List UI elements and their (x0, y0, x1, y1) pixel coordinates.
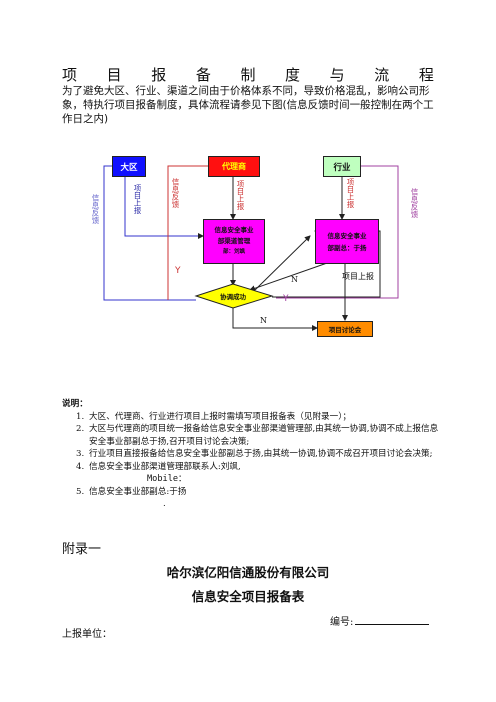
note-text: 信息安全事业部副总:于扬 (89, 486, 187, 497)
serial-input-line[interactable] (355, 614, 430, 625)
note-number: 1. (76, 411, 85, 422)
note-number: 5. (76, 486, 85, 497)
title-char: 流 (374, 66, 390, 84)
note-number: 3. (76, 449, 85, 459)
label-y-right: Y (283, 294, 289, 304)
note-text: 大区与代理商的项目统一报备给信息安全事业部渠道管理部,由其统一协调,协调不成上报… (89, 424, 439, 447)
title-char: 度 (285, 66, 301, 84)
line-hangye-feedback (276, 165, 399, 299)
label-hangye-feedback: 信息反馈 (410, 188, 419, 218)
line-fuzong-down (249, 261, 331, 292)
label-y-left: Y (175, 266, 181, 276)
node-fuzong: 信息安全事业 部副总：于扬 (315, 219, 379, 264)
serial-label: 编号: (330, 617, 354, 628)
line-dls-feedback (167, 165, 208, 300)
page-title: 项目报备制度与流程 (62, 64, 434, 85)
note-item: 5. 信息安全事业部副总:于扬 (76, 486, 446, 499)
note-text: Mobile： (147, 474, 187, 484)
appendix-title: 附录一 (62, 542, 102, 557)
title-char: 与 (329, 66, 345, 84)
node-qudao-line2: 部渠道管理 (217, 237, 251, 245)
node-qudao-line3: 部：刘飒 (222, 249, 245, 255)
note-text: 行业项目直接报备给信息安全事业部副总于扬,由其统一协调,协调不成召开项目讨论会决… (89, 449, 433, 459)
diamond-xietiao (194, 283, 274, 309)
node-hangye: 行业 (323, 156, 361, 177)
note-number (76, 498, 89, 511)
node-qudao-line1: 信息安全事业 (214, 226, 254, 234)
note-item: 4. 信息安全事业部渠道管理部联系人:刘飒, (76, 461, 446, 474)
node-qudao: 信息安全事业 部渠道管理 部：刘飒 (203, 219, 265, 264)
node-daqu: 大区 (112, 156, 146, 177)
line-daqu-report (124, 176, 204, 239)
label-report-horizontal: 项目上报 (342, 272, 374, 281)
line-n-diagonal (254, 235, 311, 291)
node-fuzong-line2: 部副总：于扬 (327, 243, 367, 252)
label-n-upper: N (291, 275, 298, 284)
notes: 说明： 1. 大区、代理商、行业进行项目上报时需填写项目报备表（见附录一）； 2. 大… (62, 398, 446, 511)
node-taolunhui: 项目讨论会 (317, 321, 373, 337)
title-char: 备 (195, 66, 211, 84)
report-unit-label: 上报单位： (62, 629, 112, 640)
title-char: 项 (62, 66, 78, 84)
serial-field: 编号: (330, 613, 430, 628)
label-dls-report: 项目上报 (236, 180, 245, 210)
label-dls-feedback: 信息反馈 (171, 178, 180, 208)
note-number (76, 473, 89, 486)
notes-list: 1. 大区、代理商、行业进行项目上报时需填写项目报备表（见附录一）； 2. 大区与代理… (76, 411, 446, 511)
node-fuzong-line1: 信息安全事业 (327, 231, 367, 240)
note-number: 4. (76, 461, 85, 472)
note-text: . (163, 499, 166, 509)
form-title: 信息安全项目报备表 (191, 589, 305, 604)
note-text: 大区、代理商、行业进行项目上报时需填写项目报备表（见附录一）； (89, 411, 352, 422)
label-hangye-report: 项目上报 (346, 178, 355, 208)
note-item: Mobile： (76, 473, 446, 486)
label-n-lower: N (260, 316, 267, 325)
label-daqu-feedback: 信息反馈 (91, 194, 100, 224)
title-char: 报 (151, 66, 167, 84)
node-dailishang: 代理商 (208, 156, 260, 177)
notes-heading: 说明： (62, 399, 88, 409)
title-char: 制 (240, 66, 256, 84)
company-name: 哈尔滨亿阳信通股份有限公司 (166, 565, 330, 580)
title-char: 目 (106, 66, 122, 84)
note-number: 2. (76, 424, 85, 434)
note-text: 信息安全事业部渠道管理部联系人:刘飒, (89, 461, 241, 472)
label-daqu-report: 项目上报 (133, 184, 142, 214)
note-item: . (76, 498, 446, 511)
line-xietiao-to-meeting (232, 307, 318, 331)
intro-paragraph: 为了避免大区、行业、渠道之间由于价格体系不同，导致价格混乱，影响公司形象，特执行… (62, 85, 434, 125)
title-char: 程 (418, 66, 434, 84)
note-item: 1. 大区、代理商、行业进行项目上报时需填写项目报备表（见附录一）； (76, 411, 446, 424)
note-item: 3. 行业项目直接报备给信息安全事业部副总于扬,由其统一协调,协调不成召开项目讨论… (76, 448, 446, 461)
line-daqu-feedback (103, 165, 196, 301)
node-xietiao-label: 协调成功 (220, 293, 246, 301)
note-item: 2. 大区与代理商的项目统一报备给信息安全事业部渠道管理部,由其统一协调,协调不成… (76, 423, 446, 448)
